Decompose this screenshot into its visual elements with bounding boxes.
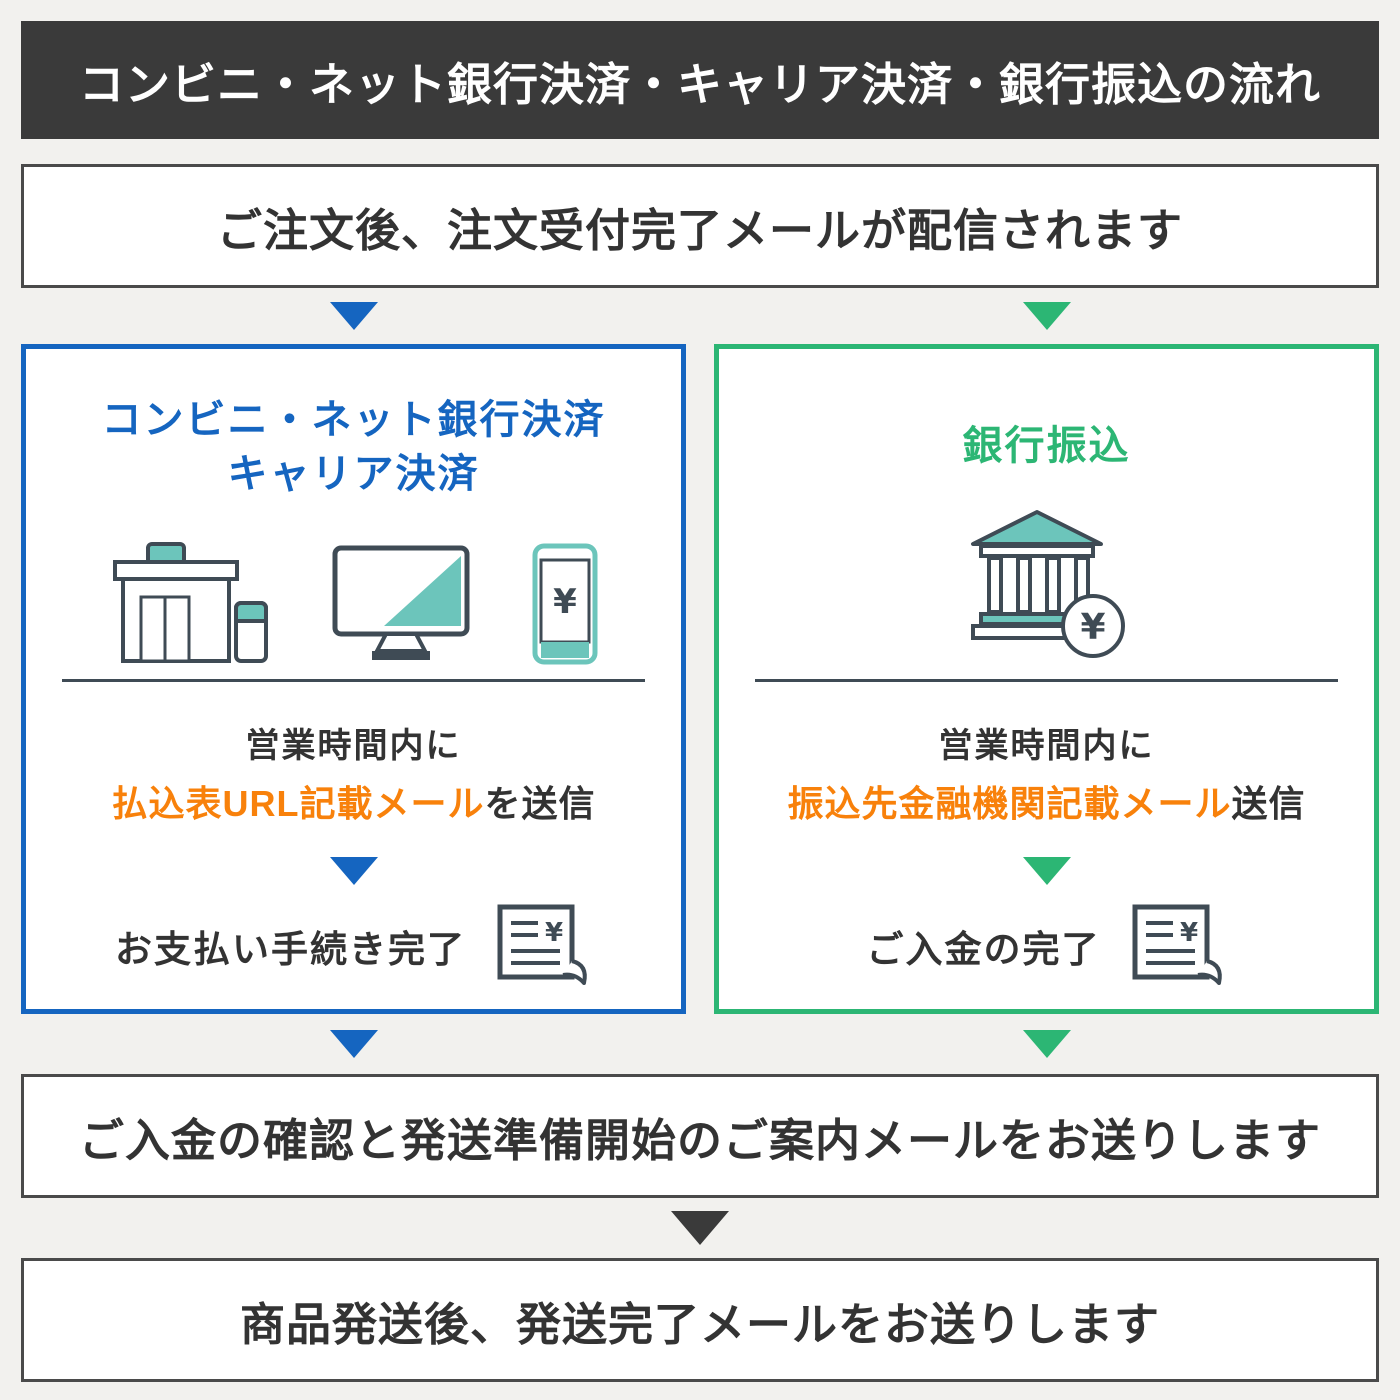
yen-glyph: ¥ (1179, 918, 1197, 948)
yen-glyph: ¥ (1080, 607, 1105, 648)
arrows-to-branches (21, 288, 1379, 344)
smartphone-yen-icon: ¥ (532, 543, 597, 665)
mail-suffix: を送信 (484, 783, 596, 824)
step-order-received-text: ご注文後、注文受付完了メールが配信されます (216, 204, 1183, 256)
arrow-down-blue-icon (329, 857, 378, 885)
computer-monitor-icon (332, 545, 469, 660)
arrow-down-blue-icon (329, 1030, 378, 1058)
branch-bank-top: 銀行振込 ¥ (755, 393, 1338, 665)
branch-online-title: コンビニ・ネット銀行決済 キャリア決済 (102, 393, 606, 501)
step-order-received: ご注文後、注文受付完了メールが配信されます (21, 164, 1379, 288)
branch-online-title-line1: コンビニ・ネット銀行決済 (101, 398, 606, 442)
branches: コンビニ・ネット銀行決済 キャリア決済 (21, 344, 1379, 1014)
arrows-to-confirmation (21, 1014, 1379, 1074)
complete-label: お支払い手続き完了 (115, 929, 466, 970)
branch-online-title-line2: キャリア決済 (227, 452, 480, 496)
branch-bank-transfer: 銀行振込 ¥ (714, 344, 1379, 1014)
yen-glyph: ¥ (545, 918, 563, 948)
branch-divider (62, 679, 645, 682)
complete-label: ご入金の完了 (866, 929, 1101, 970)
convenience-store-icon (112, 542, 268, 663)
payment-method-icons: ¥ (110, 541, 598, 665)
branch-divider (755, 679, 1338, 682)
branch-online-top: コンビニ・ネット銀行決済 キャリア決済 (62, 393, 645, 665)
branch-bank-timing: 営業時間内に (938, 727, 1155, 765)
step-payment-confirmed-text: ご入金の確認と発送準備開始のご案内メールをお送りします (78, 1114, 1321, 1166)
branch-online-timing: 営業時間内に (245, 727, 462, 765)
yen-glyph: ¥ (553, 582, 577, 622)
mail-highlight: 払込表URL記載メール (111, 783, 485, 824)
step-shipped: 商品発送後、発送完了メールをお送りします (21, 1258, 1379, 1382)
branch-online-mail-line: 払込表URL記載メールを送信 (111, 775, 595, 827)
receipt-icon: ¥ (497, 904, 587, 985)
mail-highlight: 振込先金融機関記載メール (787, 783, 1232, 824)
mail-suffix: 送信 (1231, 783, 1306, 824)
page-title-text: コンビニ・ネット銀行決済・キャリア決済・銀行振込の流れ (78, 58, 1321, 110)
branch-bank-mail-line: 振込先金融機関記載メール送信 (787, 775, 1305, 827)
page-title: コンビニ・ネット銀行決済・キャリア決済・銀行振込の流れ (21, 21, 1379, 139)
branch-bank-complete: ご入金の完了 ¥ (867, 903, 1227, 989)
arrow-down-green-icon (1022, 1030, 1071, 1058)
bank-icon-wrap: ¥ (965, 508, 1129, 665)
branch-online-complete: お支払い手続き完了 ¥ (115, 903, 592, 989)
arrow-down-dark-icon (671, 1211, 729, 1245)
arrow-down-blue-icon (329, 302, 378, 330)
branch-online-payment: コンビニ・ネット銀行決済 キャリア決済 (21, 344, 686, 1014)
step-payment-confirmed: ご入金の確認と発送準備開始のご案内メールをお送りします (21, 1074, 1379, 1198)
branch-bank-title: 銀行振込 (962, 424, 1131, 468)
bank-yen-icon: ¥ (970, 510, 1125, 658)
arrow-to-shipping (21, 1198, 1379, 1258)
arrow-down-green-icon (1022, 857, 1071, 885)
arrow-down-green-icon (1022, 302, 1071, 330)
step-shipped-text: 商品発送後、発送完了メールをお送りします (239, 1298, 1160, 1350)
receipt-icon: ¥ (1132, 904, 1222, 985)
